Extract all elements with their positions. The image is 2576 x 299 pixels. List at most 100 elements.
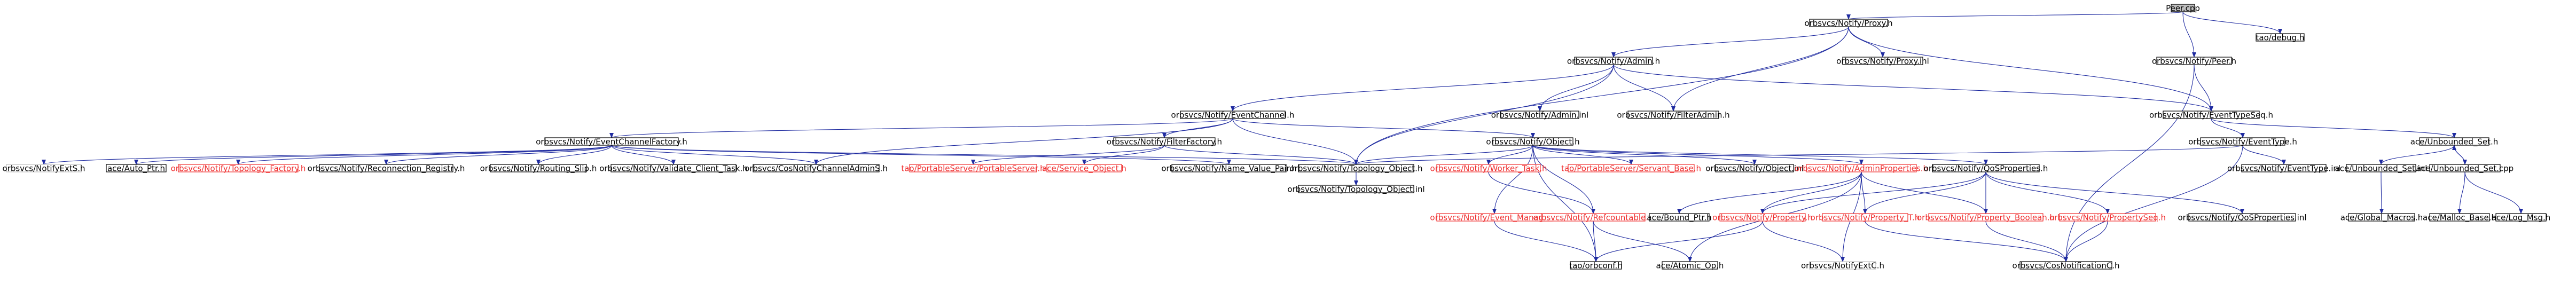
edge-refcountable_h-to-orbconf_h — [1593, 221, 1598, 262]
node-event-manager-h[interactable]: orbsvcs/Notify/Event_Manager.h — [1430, 213, 1559, 223]
node-worker-task-h[interactable]: orbsvcs/Notify/Worker_Task.h — [1430, 164, 1547, 174]
node-unbounded-set-inl[interactable]: ace/Unbounded_Set.inl — [2335, 164, 2428, 174]
node-label: tao/debug.h — [2256, 33, 2305, 43]
node-peer-h[interactable]: orbsvcs/Notify/Peer.h — [2152, 57, 2236, 66]
node-cosnotificationc-h[interactable]: orbsvcs/CosNotificationC.h — [2013, 261, 2120, 271]
node-label: orbsvcs/Notify/Validate_Client_Task.h — [599, 164, 748, 174]
node-global-macros-h[interactable]: ace/Global_Macros.h — [2340, 213, 2423, 223]
node-admin-h[interactable]: orbsvcs/Notify/Admin.h — [1567, 57, 1660, 66]
node-propertyseq-h[interactable]: orbsvcs/Notify/PropertySeq.h — [2049, 213, 2166, 223]
node-reconnection-registry-h[interactable]: orbsvcs/Notify/Reconnection_Registry.h — [308, 164, 465, 174]
edge-ecfactory_h-to-topology_factory_h — [236, 145, 612, 165]
edge-qosproperties_h-to-property_t_h — [1863, 171, 1986, 214]
node-eventtype-h[interactable]: orbsvcs/Notify/EventType.h — [2188, 137, 2297, 147]
edge-admin_h-to-eventchannel_h — [1231, 64, 1614, 112]
node-routing-slip-h[interactable]: orbsvcs/Notify/Routing_Slip.h — [480, 164, 597, 174]
edge-qosproperties_h-to-qosproperties_inl — [1985, 171, 2244, 214]
node-qosproperties-h[interactable]: orbsvcs/Notify/QoSProperties.h — [1924, 164, 2048, 174]
node-filterfactory-h[interactable]: orbsvcs/Notify/FilterFactory.h — [1107, 137, 1222, 147]
node-validate-client-task-h[interactable]: orbsvcs/Notify/Validate_Client_Task.h — [599, 164, 748, 174]
node-box — [610, 164, 737, 172]
node-log-msg-h[interactable]: ace/Log_Msg.h — [2492, 213, 2551, 223]
node-box — [1568, 164, 1695, 172]
edge-admin_h-to-filteradmin_h — [1613, 64, 1675, 112]
edge-ecfactory_h-to-cosnotifys_h — [42, 145, 612, 165]
node-cosnotifys-h[interactable]: orbsvcs/NotifyExtS.h — [2, 164, 85, 174]
node-filteradmin-h[interactable]: orbsvcs/Notify/FilterAdmin.h — [1617, 111, 1729, 120]
node-eventtypeseq-h[interactable]: orbsvcs/Notify/EventTypeSeq.h — [2149, 111, 2273, 120]
edge-peer_cpp-to-proxy_h — [1846, 11, 2183, 20]
edge-ecfactory_h-to-validate_client_task_h — [611, 145, 676, 165]
edge-object_h-to-orbconf_h — [1532, 145, 1598, 262]
edge-object_h-to-topology_object_h — [1354, 145, 1533, 165]
node-bound-ptr-h[interactable]: ace/Bound_Ptr.h — [1647, 213, 1711, 223]
node-label: ace/Malloc_Base.h — [2423, 213, 2496, 223]
node-atomic-op-h[interactable]: ace/Atomic_Op.h — [1656, 261, 1724, 271]
node-label: orbsvcs/Notify/AdminProperties.h — [1795, 164, 1928, 174]
node-proxy-h[interactable]: orbsvcs/Notify/Proxy.h — [1804, 19, 1892, 28]
node-box — [1298, 185, 1414, 193]
edge-ecfactory_h-to-routing_slip_h — [536, 145, 612, 165]
edge-eventtype_h-to-eventtype_inl — [2242, 145, 2286, 165]
edge-peer_cpp-to-peer_h — [2182, 11, 2196, 58]
node-eventtype-inl[interactable]: orbsvcs/Notify/EventType.inl — [2227, 164, 2340, 174]
node-label: orbsvcs/Notify/EventType.inl — [2227, 164, 2340, 174]
node-box — [2256, 33, 2305, 42]
node-label: ace/Global_Macros.h — [2340, 213, 2423, 223]
node-label: ace/Service_Object.h — [1042, 164, 1126, 174]
node-refcountable-h[interactable]: orbsvcs/Notify/Refcountable.h — [1533, 213, 1653, 223]
node-box — [2156, 57, 2232, 65]
node-label: orbsvcs/Notify/Proxy.inl — [1836, 57, 1929, 66]
node-box — [490, 164, 587, 172]
edge-admin_h-to-admin_inl — [1538, 64, 1614, 112]
node-cosnotifychanneladmins-h[interactable]: orbsvcs/CosNotifyChannelAdminS.h — [745, 164, 888, 174]
node-property-boolean-h[interactable]: orbsvcs/Notify/Property_Boolean.h — [1917, 213, 2055, 223]
node-name-value-pair-h[interactable]: orbsvcs/Notify/Name_Value_Pair.h — [1161, 164, 1296, 174]
node-service-object-h[interactable]: ace/Service_Object.h — [1042, 164, 1126, 174]
node-topology-object-inl[interactable]: orbsvcs/Notify/Topology_Object.inl — [1287, 185, 1424, 195]
edge-object_h-to-refcountable_h — [1532, 145, 1595, 214]
edge-event_manager_h-to-orbconf_h — [1494, 221, 1598, 262]
node-label: ace/Unbounded_Set.h — [2410, 137, 2499, 147]
node-box — [319, 164, 453, 172]
node-property-t-h[interactable]: orbsvcs/Notify/Property_T.h — [1811, 213, 1920, 223]
edge-propertyseq_h-to-cosnotificationc_h — [2064, 221, 2108, 262]
node-topology-object-h[interactable]: orbsvcs/Notify/Topology_Object.h — [1290, 164, 1423, 174]
node-box — [1719, 213, 1806, 222]
node-proxy-inl[interactable]: orbsvcs/Notify/Proxy.inl — [1836, 57, 1929, 66]
node-portableserver-h[interactable]: tao/PortableServer/PortableServer.h — [901, 164, 1045, 174]
node-qosproperties-inl[interactable]: orbsvcs/Notify/QoSProperties.inl — [2178, 213, 2307, 223]
node-auto-ptr-h[interactable]: ace/Auto_Ptr.h — [106, 164, 167, 174]
node-malloc-base-h[interactable]: ace/Malloc_Base.h — [2423, 213, 2496, 223]
node-box — [2019, 261, 2112, 270]
node-unbounded-set-h[interactable]: ace/Unbounded_Set.h — [2410, 137, 2499, 147]
node-topology-factory-h[interactable]: orbsvcs/Notify/Topology_Factory.h — [171, 164, 306, 174]
node-notifyextc-h[interactable]: orbsvcs/NotifyExtC.h — [1801, 261, 1884, 271]
node-servant-base-h[interactable]: tao/PortableServer/Servant_Base.h — [1561, 164, 1701, 174]
edge-object_h-to-adminproperties_h — [1532, 145, 1864, 165]
node-property-h[interactable]: orbsvcs/Notify/Property.h — [1712, 213, 1813, 223]
node-ecfactory-h[interactable]: orbsvcs/Notify/EventChannelFactory.h — [536, 137, 687, 147]
edge-worker_task_h-to-refcountable_h — [1488, 171, 1595, 214]
node-box — [1298, 164, 1414, 172]
node-peer-cpp[interactable]: Peer.cpp — [2166, 4, 2200, 13]
edge-filterfactory_h-to-portableserver_h — [971, 145, 1165, 165]
node-label: orbsvcs/Notify/QoSProperties.inl — [2178, 213, 2307, 223]
node-object-h[interactable]: orbsvcs/Notify/Object.h — [1486, 137, 1579, 147]
node-unbounded-set-cpp[interactable]: ace/Unbounded_Set.cpp — [2416, 164, 2514, 174]
edge-eventchannel_h-to-cosnotifychanneladmins_h — [814, 118, 1233, 165]
node-orbconf-h[interactable]: tao/orbconf.h — [1569, 261, 1623, 271]
node-admin-inl[interactable]: orbsvcs/Notify/Admin.inl — [1491, 111, 1588, 120]
node-box — [178, 164, 299, 172]
node-label: orbsvcs/Notify/QoSProperties.h — [1924, 164, 2048, 174]
node-adminproperties-h[interactable]: orbsvcs/Notify/AdminProperties.h — [1795, 164, 1928, 174]
node-eventchannel-h[interactable]: orbsvcs/Notify/EventChannel.h — [1171, 111, 1295, 120]
node-debug-h[interactable]: tao/debug.h — [2256, 33, 2305, 43]
edge-admin_h-to-topology_object_h — [1354, 64, 1614, 165]
node-box — [1492, 137, 1573, 146]
node-object-inl[interactable]: orbsvcs/Notify/Object.inl — [1705, 164, 1804, 174]
edge-adminproperties_h-to-property_t_h — [1861, 171, 1867, 214]
edge-object_h-to-object_inl — [1532, 145, 1757, 165]
node-box — [1180, 111, 1286, 119]
